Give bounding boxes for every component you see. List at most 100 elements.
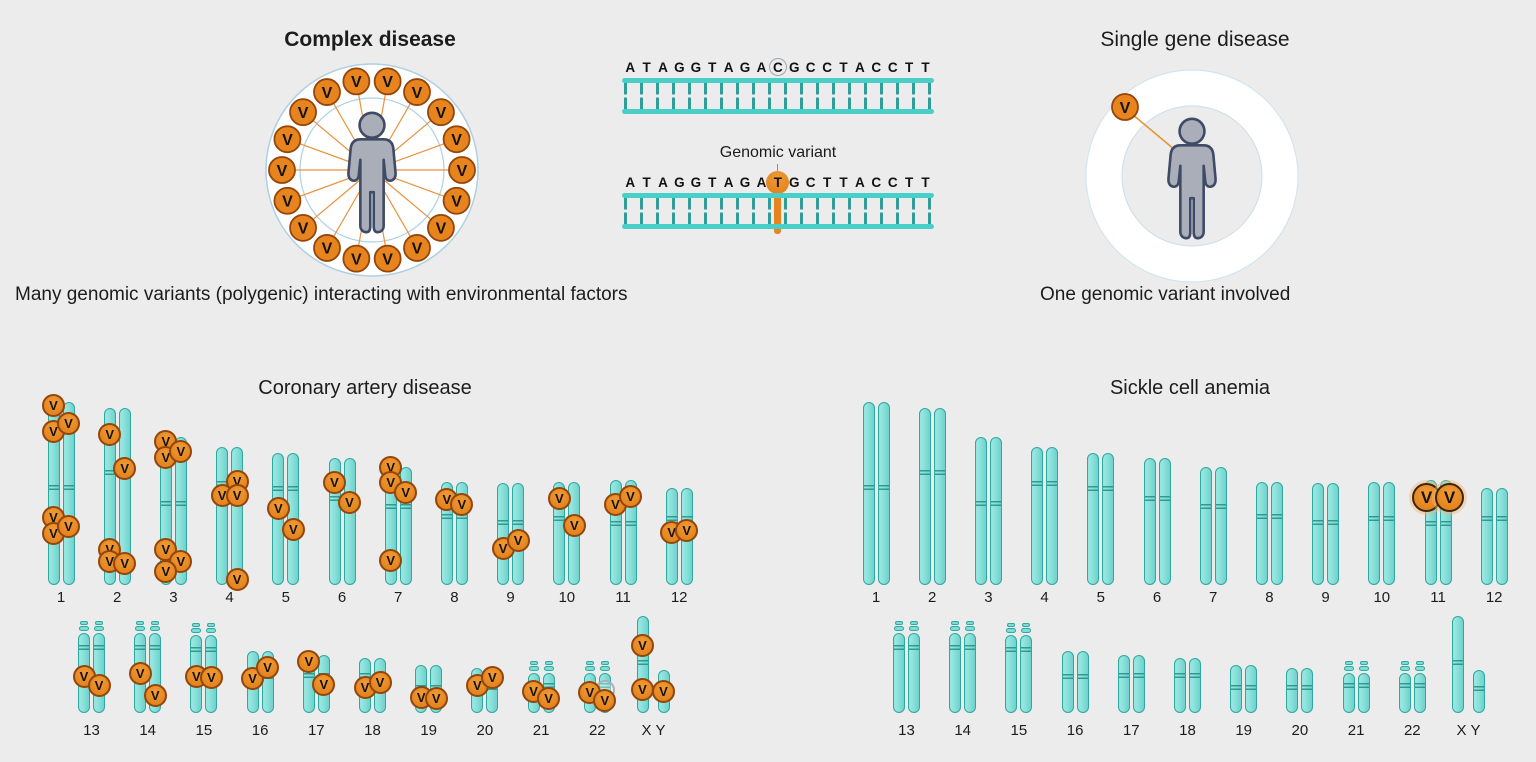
chromosome-20-chromatid	[1301, 668, 1314, 713]
dna-rung	[816, 83, 819, 109]
chromosome-label: 5	[1096, 589, 1105, 606]
variant-badge: V	[652, 680, 675, 704]
centromere	[1343, 682, 1354, 688]
chromosome-4-chromatid	[1031, 447, 1044, 585]
centromere	[1369, 515, 1380, 521]
centromere	[1246, 685, 1257, 691]
centromere	[1414, 682, 1425, 688]
dna-rung	[848, 83, 851, 109]
chromosome-1-chromatid	[62, 402, 75, 585]
chromosome-19-chromatid	[1245, 665, 1258, 713]
variant-badge	[273, 125, 302, 154]
chromosome-label: 5	[281, 589, 290, 606]
chromosome-22-chromatid	[1398, 673, 1411, 713]
centromere	[863, 484, 874, 490]
satellite-bead	[544, 661, 553, 665]
dna-rung	[672, 83, 675, 109]
satellite-bead	[1021, 628, 1032, 633]
dna-base: C	[822, 60, 832, 75]
variant-badge	[289, 213, 317, 242]
centromere	[1271, 514, 1282, 520]
chromosome-label: 20	[476, 722, 494, 739]
dna-base: A	[658, 175, 668, 190]
variant-badge	[313, 78, 341, 106]
dna-base: A	[723, 175, 734, 190]
genomic-variant-label: Genomic variant	[719, 144, 837, 161]
dna-rung	[912, 83, 915, 109]
centromere	[1047, 481, 1058, 487]
variant-badge: V	[57, 412, 80, 436]
person-head	[358, 111, 386, 139]
dna-rung	[624, 83, 627, 109]
chromosome-21-chromatid	[1357, 673, 1370, 713]
centromere	[1302, 685, 1313, 691]
variant-letter: V	[351, 251, 362, 268]
chromosome-label: 3	[984, 589, 993, 606]
dna-base: T	[921, 60, 930, 75]
centromere	[1021, 646, 1032, 652]
dna-base: A	[855, 175, 865, 190]
centromere	[1103, 485, 1114, 491]
dna-base: C	[887, 175, 898, 190]
chromosome-label: 4	[225, 589, 234, 606]
chromosome-22-chromatid	[1413, 673, 1426, 713]
variant-badge	[373, 244, 402, 273]
dna-rung	[848, 198, 851, 224]
centromere	[1200, 504, 1211, 510]
dna-rung	[768, 83, 771, 109]
variant-letter: V	[282, 194, 293, 211]
dna-rung	[880, 198, 883, 224]
satellite-bead	[951, 621, 960, 625]
dna-rung	[912, 198, 915, 224]
chromosome-4-chromatid	[216, 447, 229, 585]
dna-rung	[768, 198, 771, 224]
variant-badge: V	[87, 674, 111, 698]
chromosome-19-chromatid	[1230, 665, 1243, 713]
satellite-bead	[1359, 661, 1368, 665]
chromosome-13-chromatid	[908, 633, 920, 713]
centromere	[975, 500, 986, 506]
satellite-bead	[1006, 628, 1017, 633]
chromosome-3-chromatid	[989, 437, 1002, 585]
centromere	[160, 500, 171, 506]
chromosome-label: 13	[83, 722, 100, 739]
chromosome-label: 18	[364, 722, 381, 739]
chromosome-1-chromatid	[877, 402, 890, 585]
satellite-bead	[909, 626, 919, 631]
chromosome-14-chromatid	[949, 633, 962, 713]
centromere	[1175, 673, 1185, 678]
centromere	[191, 646, 202, 652]
dna-base: T	[642, 175, 651, 190]
satellite-bead	[80, 621, 88, 625]
dna-base: C	[887, 60, 898, 75]
centromere	[1062, 674, 1073, 680]
centromere	[950, 645, 961, 651]
centromere	[1256, 514, 1267, 520]
chromosome-9-chromatid	[1327, 483, 1340, 585]
person-icon	[347, 111, 397, 234]
chromosome-label: 12	[1485, 589, 1503, 606]
variant-badge: V	[379, 548, 403, 572]
chromosome-12-chromatid	[1495, 488, 1508, 585]
satellite-bead	[966, 621, 975, 625]
centromere	[63, 484, 74, 490]
chromosome-3-chromatid	[974, 437, 987, 585]
chromosome-7-chromatid	[1214, 467, 1227, 585]
variant-badge: V	[394, 481, 418, 505]
dna-rung	[864, 198, 867, 224]
dna-base: C	[805, 175, 816, 190]
chromosome-label: 11	[1430, 589, 1446, 606]
centromere	[385, 504, 396, 510]
dna-base: A	[756, 60, 767, 75]
variant-letter: V	[436, 221, 447, 238]
satellite-bead	[1344, 661, 1353, 665]
variant-badge: V	[675, 519, 699, 543]
satellite-bead	[94, 626, 104, 631]
dna-rung	[896, 83, 899, 109]
variant-connector-line	[1131, 113, 1176, 151]
dna-base: A	[756, 175, 767, 190]
